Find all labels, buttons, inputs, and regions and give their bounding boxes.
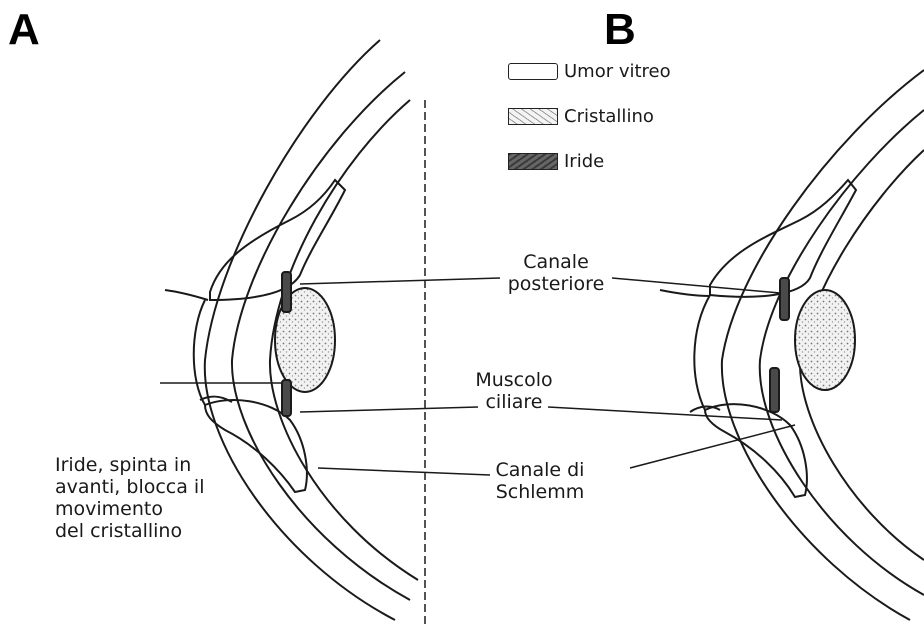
legend-swatch-cristallino [508, 108, 558, 125]
panel-letter-b: B [604, 8, 636, 52]
label-line: movimento [55, 499, 204, 521]
label-line: Iride, spinta in [55, 455, 204, 477]
panel-b-iris-lower [770, 368, 779, 412]
legend-swatch-vitreo [508, 63, 558, 80]
legend-swatch-iride [508, 153, 558, 170]
panel-b-cornea [694, 295, 710, 410]
label-line: Canale [500, 252, 612, 274]
panel-a-cornea [194, 300, 205, 405]
legend-item-cristallino: Cristallino [508, 103, 654, 129]
legend-item-iride: Iride [508, 148, 604, 174]
legend-label: Cristallino [564, 106, 654, 127]
panel-a-iris-upper [282, 272, 291, 312]
leader-canale-posteriore-a [300, 278, 500, 284]
label-line: ciliare [468, 392, 560, 414]
label-canale-schlemm: Canale di Schlemm [488, 460, 592, 504]
label-line: del cristallino [55, 521, 204, 543]
label-muscolo-ciliare: Muscolo ciliare [468, 370, 560, 414]
leader-muscolo-ciliare-b [548, 407, 782, 420]
label-line: Canale di [488, 460, 592, 482]
panel-a-ciliary-upper [210, 180, 345, 300]
panel-letter-a: A [8, 8, 40, 52]
leader-muscolo-ciliare-a [300, 407, 478, 412]
panel-b-lens [795, 290, 855, 390]
legend-label: Umor vitreo [564, 61, 671, 82]
label-line: Schlemm [488, 482, 592, 504]
label-line: posteriore [500, 274, 612, 296]
leader-schlemm-a [318, 468, 490, 475]
panel-a-iris-lower [282, 380, 291, 416]
label-line: Muscolo [468, 370, 560, 392]
leader-canale-posteriore-b [612, 278, 780, 293]
panel-b-iris-upper [780, 278, 789, 320]
label-line: avanti, blocca il [55, 477, 204, 499]
label-iride-note: Iride, spinta in avanti, blocca il movim… [55, 455, 204, 542]
legend-label: Iride [564, 151, 604, 172]
label-canale-posteriore: Canale posteriore [500, 252, 612, 296]
legend-item-umor-vitreo: Umor vitreo [508, 58, 671, 84]
panel-b-eye [660, 70, 924, 620]
leader-schlemm-b [630, 425, 795, 468]
